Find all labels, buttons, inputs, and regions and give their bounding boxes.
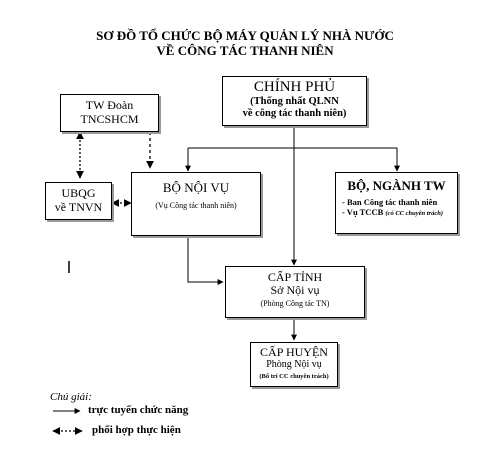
node-tw-doan-line1: TW Đoàn <box>85 98 134 112</box>
node-chinh-phu-name: CHÍNH PHỦ <box>253 79 336 95</box>
legend-solid-label: trực tuyến chức năng <box>88 404 189 416</box>
node-bo-nganh-item1: - Ban Công tác thanh niên <box>342 197 438 207</box>
diagram-title-line2: VỀ CÔNG TÁC THANH NIÊN <box>156 43 334 58</box>
node-tw-doan-line2: TNCSHCM <box>80 112 139 126</box>
node-ubqg-line2: về TNVN <box>54 200 103 214</box>
legend-dotted-label: phối hợp thực hiện <box>92 424 181 436</box>
node-bo-nganh-tw: BỘ, NGÀNH TW - Ban Công tác thanh niên -… <box>335 172 458 234</box>
legend-title: Chú giải: <box>50 391 92 403</box>
node-bo-noi-vu-name: BỘ NỘI VỤ <box>162 180 230 195</box>
node-cap-huyen-sub1: Phòng Nội vụ <box>266 359 322 370</box>
node-cap-huyen-sub2: (Bố trí CC chuyên trách) <box>259 373 329 380</box>
node-ubqg: UBQG về TNVN <box>45 182 112 220</box>
node-chinh-phu-sub1: (Thống nhất QLNN <box>250 96 339 107</box>
node-cap-huyen: CẤP HUYỆN Phòng Nội vụ (Bố trí CC chuyên… <box>250 342 338 387</box>
node-bo-nganh-name: BỘ, NGÀNH TW <box>347 178 446 193</box>
node-tw-doan: TW Đoàn TNCSHCM <box>60 94 159 132</box>
node-cap-tinh-sub1: Sở Nội vụ <box>270 283 320 297</box>
node-bo-noi-vu-sub: (Vụ Công tác thanh niên) <box>155 201 237 210</box>
node-bo-nganh-item2-note: (có CC chuyên trách) <box>385 210 443 217</box>
node-chinh-phu-sub2: về công tác thanh niên) <box>242 108 347 119</box>
node-cap-huyen-name: CẤP HUYỆN <box>260 345 328 359</box>
node-cap-tinh-sub2: (Phòng Công tác TN) <box>260 299 330 308</box>
node-chinh-phu: CHÍNH PHỦ (Thống nhất QLNN về công tác t… <box>222 76 367 126</box>
node-cap-tinh: CẤP TỈNH Sở Nội vụ (Phòng Công tác TN) <box>225 266 365 318</box>
diagram-title-line1: SƠ ĐỒ TỔ CHỨC BỘ MÁY QUẢN LÝ NHÀ NƯỚC <box>96 28 394 43</box>
arrow-bnv-to-cap-tinh <box>187 236 224 285</box>
node-cap-tinh-name: CẤP TỈNH <box>267 270 323 284</box>
node-bo-noi-vu: BỘ NỘI VỤ (Vụ Công tác thanh niên) <box>131 172 261 236</box>
node-ubqg-line1: UBQG <box>61 186 96 200</box>
node-bo-nganh-item2-label: - Vụ TCCB <box>342 207 384 217</box>
node-bo-nganh-item2: - Vụ TCCB (có CC chuyên trách) <box>342 207 457 217</box>
